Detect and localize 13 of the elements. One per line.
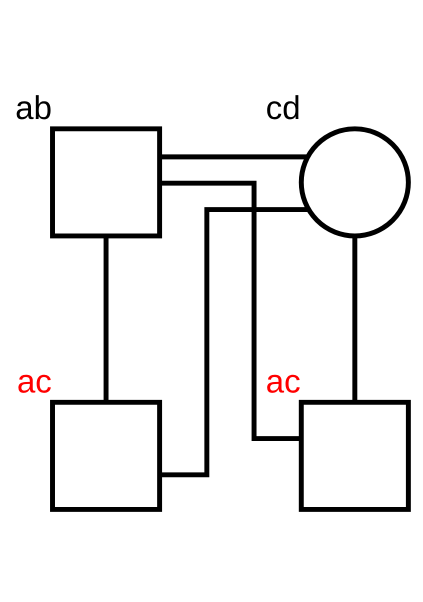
connector <box>160 180 301 442</box>
node-circle <box>298 126 411 238</box>
connector <box>160 207 308 478</box>
node-box <box>298 400 411 512</box>
node-box <box>50 400 162 512</box>
connector <box>352 236 358 402</box>
node-label: cd <box>266 88 301 126</box>
connector <box>104 236 109 402</box>
node-label: ab <box>15 88 52 126</box>
connector <box>160 154 308 160</box>
node-box <box>50 126 162 238</box>
node-label: ac <box>16 362 52 400</box>
node-label: ac <box>266 362 301 400</box>
